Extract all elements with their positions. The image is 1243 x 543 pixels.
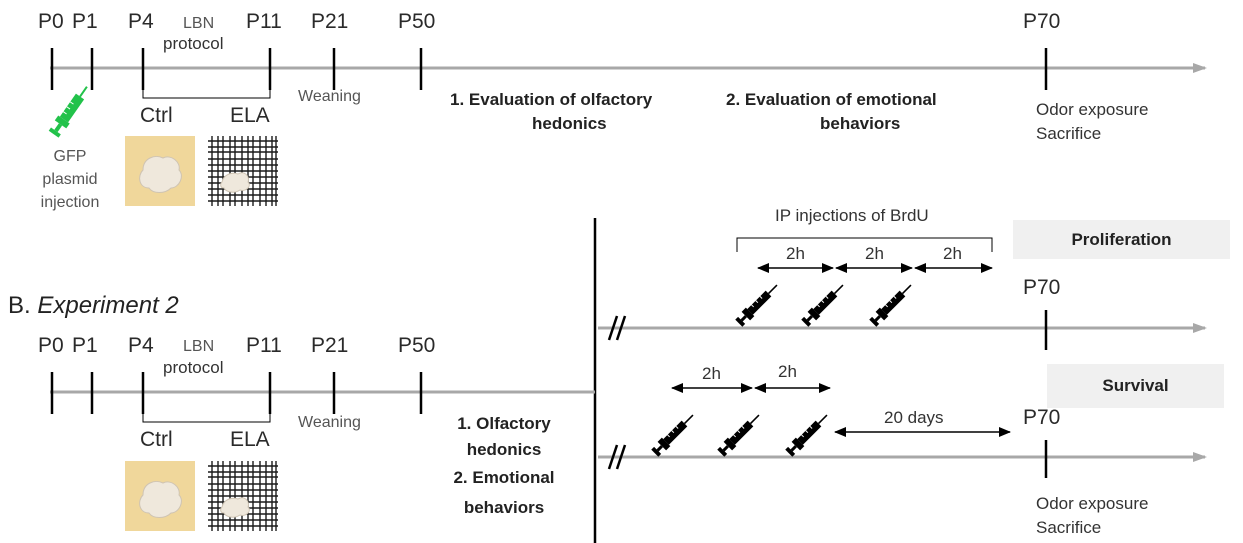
exp2-step-1: 1. Olfactory xyxy=(457,414,551,433)
exp1-step2-line2: behaviors xyxy=(820,114,901,133)
exp2-day-p4: P4 xyxy=(128,334,154,357)
exp1-protocol-label: protocol xyxy=(163,34,224,53)
survival-syringe-icon xyxy=(649,409,699,459)
exp2-title-prefix: B. xyxy=(8,292,31,319)
brdu-bracket xyxy=(736,237,993,252)
exp2-day-p11: P11 xyxy=(246,334,282,357)
exp1-day-p0: P0 xyxy=(38,10,64,33)
exp1-day-p70: P70 xyxy=(1023,10,1061,33)
exp2-weaning-label: Weaning xyxy=(298,414,361,431)
exp1-day-p1: P1 xyxy=(72,10,98,33)
exp2-ela-grid-cage-icon xyxy=(207,460,279,532)
exp1-sacrifice: Sacrifice xyxy=(1036,124,1102,143)
plasmid-label: plasmid xyxy=(42,171,98,188)
exp1-odor-exposure: Odor exposure xyxy=(1036,100,1149,119)
exp1-ela-label: ELA xyxy=(230,104,270,127)
gfp-label: GFP xyxy=(53,148,87,165)
exp2-day-p21: P21 xyxy=(311,334,349,357)
survival-syringe-icon xyxy=(715,409,765,459)
prolif-syringe-icon xyxy=(867,279,917,329)
exp1-weaning-label: Weaning xyxy=(298,88,361,105)
survival-p70: P70 xyxy=(1023,406,1061,429)
exp1-step2-line1: 2. Evaluation of emotional xyxy=(726,90,937,109)
prolif-syringe-icon xyxy=(799,279,849,329)
exp1-day-p11: P11 xyxy=(246,10,282,33)
exp1-ctrl-label: Ctrl xyxy=(140,104,173,127)
exp1-ela-grid-cage-icon xyxy=(207,135,279,207)
proliferation-box: Proliferation xyxy=(1013,220,1230,259)
exp2-day-p50: P50 xyxy=(398,334,436,357)
exp2-day-p0: P0 xyxy=(38,334,64,357)
survival-interval-1: 2h xyxy=(702,364,721,383)
injection-label: injection xyxy=(40,194,100,211)
exp2-ticks xyxy=(50,372,423,414)
gfp-syringe-icon xyxy=(48,86,88,138)
exp2-ctrl-nest-icon xyxy=(124,460,196,532)
exp2-odor-exposure: Odor exposure xyxy=(1036,494,1149,513)
proliferation-label: Proliferation xyxy=(1071,229,1172,249)
exp2-lbn-bracket xyxy=(142,414,271,423)
exp1-day-p21: P21 xyxy=(311,10,349,33)
exp2-sacrifice: Sacrifice xyxy=(1036,518,1102,537)
exp1-day-p4: P4 xyxy=(128,10,154,33)
prolif-interval-1: 2h xyxy=(786,244,805,263)
exp1-step1-line1: 1. Evaluation of olfactory xyxy=(450,90,653,109)
exp2-title-italic: Experiment 2 xyxy=(37,292,179,319)
exp2-step-2b: behaviors xyxy=(463,498,545,517)
survival-box: Survival xyxy=(1047,364,1224,408)
survival-break-mark xyxy=(607,444,627,470)
exp2-ctrl-label: Ctrl xyxy=(140,428,173,451)
exp1-ctrl-nest-icon xyxy=(124,135,196,207)
exp2-day-p1: P1 xyxy=(72,334,98,357)
exp1-step1-line2: hedonics xyxy=(532,114,607,133)
survival-label: Survival xyxy=(1102,376,1169,395)
exp2-lbn-label: LBN xyxy=(183,338,215,355)
exp1-lbn-label: LBN xyxy=(183,15,215,32)
brdu-injections-label: IP injections of BrdU xyxy=(775,206,929,225)
survival-interval-2: 2h xyxy=(778,362,797,381)
exp1-ticks xyxy=(50,48,1048,90)
exp2-ela-label: ELA xyxy=(230,428,270,451)
prolif-interval-3: 2h xyxy=(943,244,962,263)
prolif-syringe-icon xyxy=(733,279,783,329)
proliferation-break-mark xyxy=(607,315,627,341)
exp1-lbn-bracket xyxy=(142,90,271,99)
proliferation-p70: P70 xyxy=(1023,276,1061,299)
prolif-interval-2: 2h xyxy=(865,244,884,263)
exp2-step-2: 2. Emotional xyxy=(453,468,555,487)
survival-20days: 20 days xyxy=(884,408,944,427)
exp2-title: B. Experiment 2 xyxy=(8,292,179,320)
exp2-protocol-label: protocol xyxy=(163,358,224,377)
exp2-step-1b: hedonics xyxy=(466,440,542,459)
survival-syringe-icon xyxy=(783,409,833,459)
exp1-day-p50: P50 xyxy=(398,10,436,33)
